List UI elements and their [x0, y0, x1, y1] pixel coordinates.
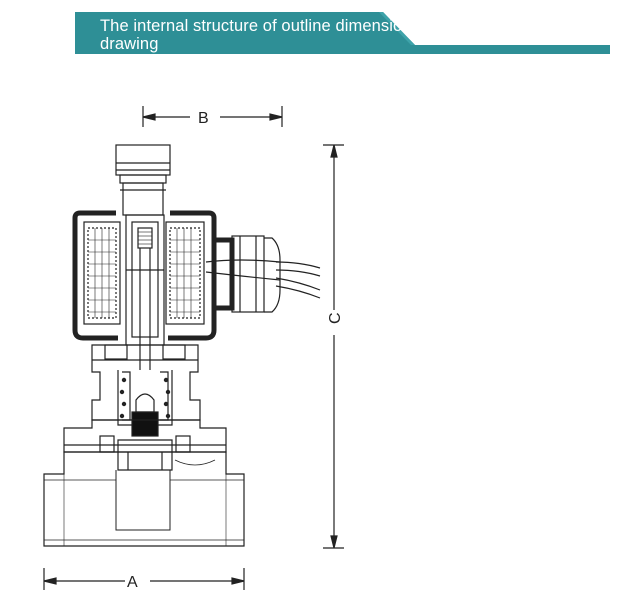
coil-housing: [72, 210, 217, 341]
section-header-banner: The internal structure of outline dimens…: [75, 12, 610, 58]
section-title: The internal structure of outline dimens…: [100, 17, 412, 53]
dimension-a-label: A: [127, 574, 138, 591]
plunger-tube: [125, 214, 165, 370]
coil-winding-right: [165, 221, 205, 325]
wire-connector: [205, 235, 321, 313]
banner-shape: [75, 12, 610, 54]
valve-seat: [131, 393, 159, 437]
valve-body: [43, 451, 245, 547]
coil-winding-left: [83, 221, 121, 325]
top-cap: [115, 144, 171, 216]
dimension-c-label: C: [327, 312, 344, 324]
dimension-c: [323, 144, 344, 549]
spring: [119, 377, 171, 419]
dimension-b: [142, 106, 283, 127]
dimension-b-label: B: [198, 110, 209, 127]
dimension-a: [43, 568, 245, 590]
